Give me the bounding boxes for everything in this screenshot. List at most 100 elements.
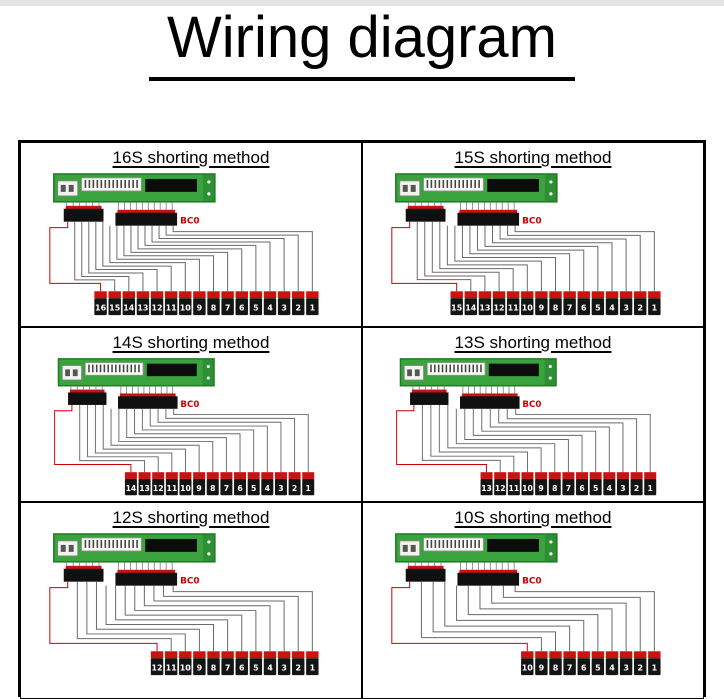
balance-wire (102, 404, 186, 473)
cell-number: 5 (593, 484, 598, 493)
cell-number: 6 (581, 664, 587, 673)
battery-cell: 4 (603, 472, 616, 496)
balance-wire (86, 581, 186, 652)
balance-wire (173, 408, 309, 473)
bc0-label: BC0 (180, 217, 200, 227)
cell-number: 1 (306, 484, 311, 493)
balance-wire-plugs (405, 565, 520, 586)
cell-number: 15 (109, 304, 120, 313)
cell-number: 6 (239, 664, 245, 673)
battery-cell: 3 (274, 472, 287, 496)
cell-number: 13 (137, 304, 148, 313)
cell-number: 12 (495, 484, 506, 493)
battery-cell: 10 (521, 291, 534, 316)
battery-cell: 14 (122, 291, 136, 316)
cell-number: 8 (552, 484, 557, 493)
panel-title: 13S shorting method (454, 333, 612, 352)
battery-cell: 15 (108, 291, 121, 316)
battery-cell: 2 (634, 291, 647, 316)
battery-cell: 12 (150, 651, 164, 676)
balance-wire (79, 404, 146, 473)
balance-wire (489, 408, 610, 473)
battery-cell: 13 (138, 472, 151, 496)
cell-number: 9 (197, 664, 203, 673)
balance-wire (158, 225, 285, 292)
cell-number: 2 (637, 664, 643, 673)
balance-wire (141, 408, 255, 473)
battery-cell: 7 (221, 291, 234, 316)
cell-number: 3 (281, 664, 287, 673)
battery-cell: 10 (179, 291, 192, 316)
pcb-pins (70, 385, 174, 394)
balance-wire (444, 581, 571, 652)
balance-wire (76, 581, 172, 652)
cell-number: 2 (637, 304, 643, 313)
cell-number: 6 (239, 304, 245, 313)
cell-number: 4 (609, 664, 615, 673)
battery-cell: 13 (478, 291, 492, 316)
battery-cell: 10 (179, 651, 192, 676)
panel-title: 14S shorting method (112, 333, 270, 352)
balance-wire (102, 221, 172, 292)
pcb-pins (408, 561, 515, 570)
balance-wire (115, 585, 229, 652)
balance-wire (172, 585, 313, 652)
cell-number: 3 (623, 304, 629, 313)
cell-number: 6 (579, 484, 584, 493)
cell-number: 9 (539, 304, 545, 313)
balance-wire (461, 225, 557, 292)
battery-cell: 2 (292, 651, 305, 676)
panel-title: 12S shorting method (112, 508, 270, 527)
battery-cell: 4 (605, 651, 619, 676)
cell-wires (396, 404, 651, 473)
cell-wires (391, 221, 655, 292)
cell-number: 12 (153, 484, 164, 493)
bms-pcb-board (395, 533, 558, 563)
bc0-label: BC0 (522, 577, 542, 587)
balance-wire (49, 581, 158, 652)
battery-cell: 3 (619, 651, 633, 676)
battery-cell: 10 (179, 472, 192, 496)
cell-number: 8 (211, 664, 217, 673)
balance-wire (484, 225, 599, 292)
pcb-pins (408, 201, 515, 210)
balance-wire (469, 225, 571, 292)
balance-wire (492, 225, 613, 292)
cell-number: 2 (292, 484, 297, 493)
page-title: Wiring diagram (149, 7, 575, 81)
cell-number: 9 (539, 664, 545, 673)
cell-wires (49, 221, 313, 292)
balance-wire (149, 408, 268, 473)
balance-wire (49, 221, 102, 292)
cell-number: 3 (623, 664, 629, 673)
battery-cell: 10 (521, 651, 534, 676)
battery-cell: 6 (577, 291, 590, 316)
battery-cell: 15 (450, 291, 463, 316)
battery-cell: 9 (193, 472, 206, 496)
cell-number: 9 (196, 484, 201, 493)
bms-pcb-board (53, 533, 216, 563)
battery-cell: 4 (263, 291, 277, 316)
cell-number: 9 (197, 304, 203, 313)
balance-wire (105, 585, 215, 652)
balance-wire (165, 225, 299, 292)
battery-cell: 5 (591, 651, 605, 676)
battery-cell: 12 (152, 472, 165, 496)
cell-number: 5 (253, 664, 259, 673)
cell-number: 10 (522, 484, 533, 493)
balance-wire (447, 404, 542, 473)
balance-wire (109, 225, 186, 292)
cell-number: 4 (607, 484, 612, 493)
balance-wire (391, 581, 528, 652)
battery-cell: 8 (549, 291, 562, 316)
cell-wires (54, 404, 309, 473)
balance-wire (163, 585, 299, 652)
balance-wire (391, 221, 458, 292)
balance-wire (481, 408, 597, 473)
balance-wire-plugs (68, 389, 178, 409)
bc0-label: BC0 (180, 577, 200, 587)
